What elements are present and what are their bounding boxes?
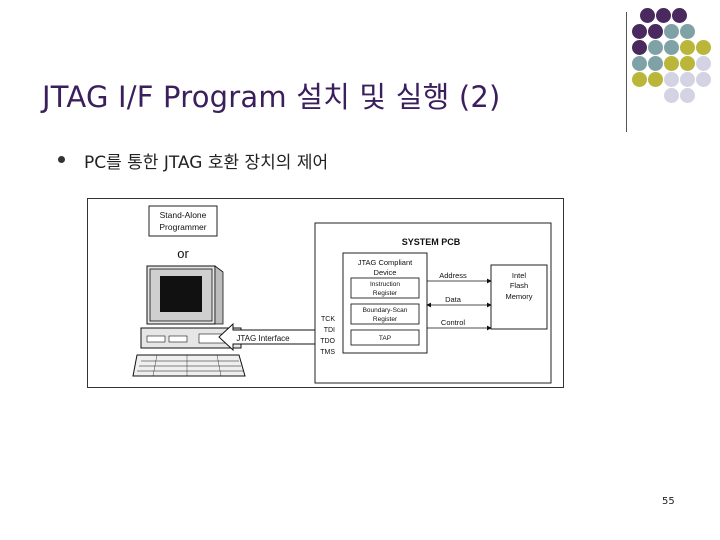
jtag-interface-label: JTAG Interface [236, 334, 290, 343]
standalone-label-2: Programmer [159, 222, 206, 232]
decor-dot [680, 56, 695, 71]
decor-dot [664, 40, 679, 55]
decor-dot [680, 40, 695, 55]
tap-label: TAP [379, 335, 391, 342]
decor-dot [680, 24, 695, 39]
instruction-register-box [350, 277, 420, 299]
system-pcb-label: SYSTEM PCB [402, 237, 461, 247]
decor-dot [640, 8, 655, 23]
signal-tck-label: TCK [321, 316, 335, 323]
bullet-text: PC를 통한 JTAG 호환 장치의 제어 [84, 153, 329, 173]
signal-tdo-label: TDO [320, 338, 335, 345]
decor-dot [664, 72, 679, 87]
decor-dot [648, 24, 663, 39]
flash-memory-box [490, 264, 548, 330]
decor-dot [648, 72, 663, 87]
decor-dot [656, 8, 671, 23]
decor-dot [632, 40, 647, 55]
signal-tms-label: TMS [320, 349, 335, 356]
jtag-diagram: Stand-Alone Programmer or JTAG Interface… [87, 198, 564, 388]
standalone-programmer-box [148, 205, 218, 237]
or-label: or [177, 246, 189, 261]
boundary-scan-label-1: Boundary-Scan [363, 307, 408, 314]
pc-computer-icon [132, 265, 246, 377]
decor-dot [680, 88, 695, 103]
jtag-device-label-1: JTAG Compliant [358, 258, 413, 267]
decor-dot [664, 24, 679, 39]
data-label: Data [445, 295, 462, 304]
decor-dot [664, 56, 679, 71]
bullet-dot [58, 156, 65, 163]
jtag-device-label-2: Device [374, 268, 397, 277]
control-label: Control [441, 318, 466, 327]
signal-tdi-label: TDI [324, 327, 335, 334]
boundary-scan-label-2: Register [373, 316, 398, 323]
flash-label-3: Memory [505, 292, 532, 301]
decor-dot [696, 72, 711, 87]
decor-dot [632, 72, 647, 87]
decor-dot [648, 40, 663, 55]
standalone-label-1: Stand-Alone [160, 210, 207, 220]
decor-dot [696, 56, 711, 71]
decor-dot [664, 88, 679, 103]
tap-box [350, 329, 420, 346]
instruction-register-label-2: Register [373, 290, 398, 297]
address-label: Address [439, 271, 467, 280]
boundary-scan-register-box [350, 303, 420, 325]
instruction-register-label-1: Instruction [370, 281, 400, 288]
slide-title: JTAG I/F Program 설치 및 실행 (2) [42, 80, 501, 114]
title-divider [626, 12, 627, 132]
decor-dot [680, 72, 695, 87]
decor-dot [632, 56, 647, 71]
page-number: 55 [662, 496, 675, 507]
decor-dot [672, 8, 687, 23]
flash-label-2: Flash [510, 281, 528, 290]
decor-dot [648, 56, 663, 71]
decor-dot [632, 24, 647, 39]
flash-label-1: Intel [512, 271, 527, 280]
decor-dot [696, 40, 711, 55]
